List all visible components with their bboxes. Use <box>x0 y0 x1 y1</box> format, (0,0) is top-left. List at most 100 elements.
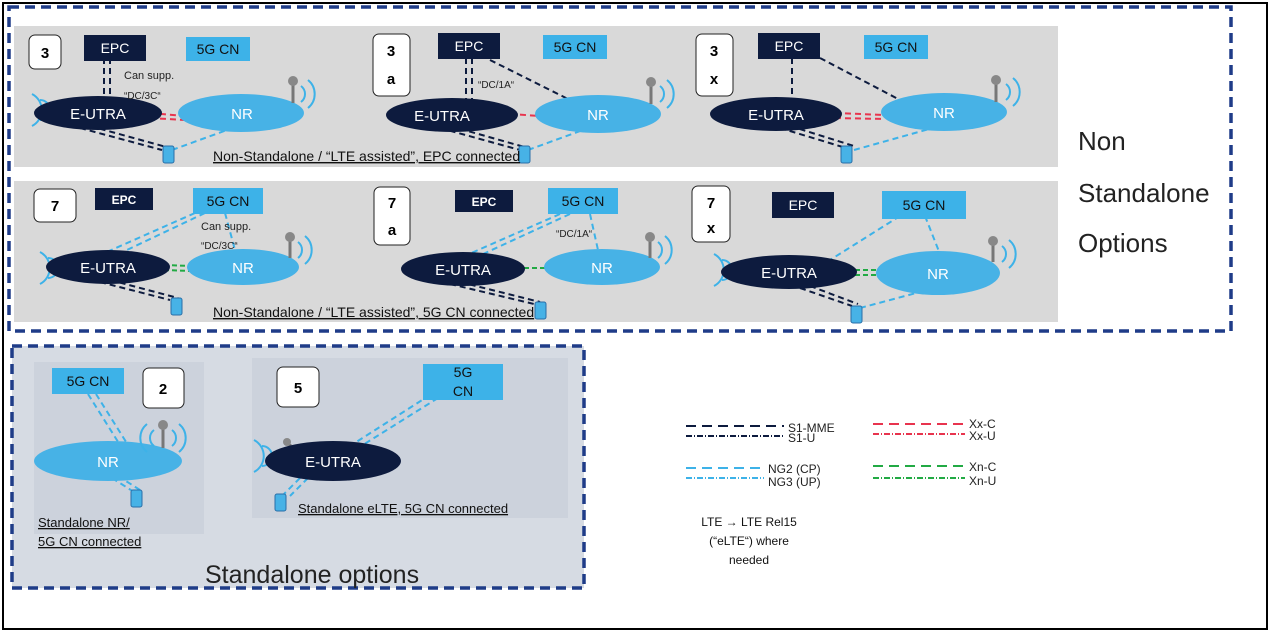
epc-box <box>95 188 153 210</box>
option-suffix: x <box>707 220 716 237</box>
nr-label: NR <box>927 266 949 283</box>
cn5g-label: 5G CN <box>67 373 110 389</box>
dc3c-annotation: “DC/3C“ <box>201 241 238 252</box>
option-suffix: a <box>387 71 396 88</box>
option-3x-diagram <box>710 57 1021 164</box>
cn5g-label: 5G CN <box>554 39 597 55</box>
legend <box>686 423 965 479</box>
nr-label: NR <box>933 105 955 122</box>
cn5g-label: 5G CN <box>903 197 946 213</box>
option-number: 5 <box>294 380 302 397</box>
nr-label: NR <box>97 454 119 471</box>
sa-nr-caption-line1: Standalone NR/ <box>38 515 130 530</box>
epc-box <box>438 33 500 59</box>
sa-title: Standalone options <box>205 561 419 589</box>
cn5g-box <box>193 188 263 214</box>
epc-box <box>455 190 513 212</box>
dc3c-annotation: “DC/3C“ <box>124 91 161 102</box>
option-number: 2 <box>159 381 167 398</box>
option-7a-diagram <box>401 213 673 320</box>
legend-s1-u: S1-U <box>788 431 815 445</box>
option-suffix: x <box>710 71 719 88</box>
elte-note-line1: LTE → LTE Rel15 <box>701 515 797 529</box>
legend-s1-mme: S1-MME <box>788 421 835 435</box>
option-number: 7 <box>388 195 396 212</box>
cn5g-box <box>864 35 928 59</box>
option-3-diagram <box>31 58 316 164</box>
nsa-frame <box>7 5 1233 333</box>
legend-xx-u: Xx-U <box>969 429 996 443</box>
cn5g-label: 5G CN <box>197 41 240 57</box>
cn5g-box <box>543 35 607 59</box>
nsa-title-line3: Options <box>1078 228 1168 258</box>
cn5g-box <box>186 37 250 61</box>
elte-note-line3: needed <box>729 553 769 567</box>
nr-label: NR <box>232 260 254 277</box>
option-badge <box>33 188 77 223</box>
nsa-title-line2: Standalone <box>1078 178 1210 208</box>
epc-box <box>772 192 834 218</box>
eutra-label: E-UTRA <box>761 265 817 282</box>
sa-elte-caption: Standalone eLTE, 5G CN connected <box>298 501 508 516</box>
legend-xx-c: Xx-C <box>969 417 996 431</box>
cn5g-label: 5G CN <box>207 193 250 209</box>
cn5g-box <box>423 364 503 400</box>
option-2-diagram <box>34 393 187 508</box>
option-3a-diagram <box>386 58 675 164</box>
option-badge <box>373 186 411 246</box>
dc1a-annotation: “DC/1A“ <box>556 229 592 240</box>
nr-label: NR <box>231 106 253 123</box>
cn5g-box <box>882 191 966 219</box>
option-badge <box>276 366 320 408</box>
eutra-label: E-UTRA <box>305 454 361 471</box>
epc-label: EPC <box>775 38 804 54</box>
legend-xn-u: Xn-U <box>969 474 996 488</box>
sa-nr-caption-line2: 5G CN connected <box>38 534 141 549</box>
row1-caption: Non-Standalone / “LTE assisted”, EPC con… <box>213 148 520 164</box>
eutra-label: E-UTRA <box>435 262 491 279</box>
option-badge <box>372 33 411 97</box>
eutra-label: E-UTRA <box>414 108 470 125</box>
epc-box <box>758 33 820 59</box>
option-badge <box>28 34 62 70</box>
epc-label: EPC <box>455 38 484 54</box>
nsa-title-line1: Non <box>1078 126 1126 156</box>
cn5g-box <box>52 368 124 394</box>
option-number: 7 <box>51 198 59 215</box>
cn5g-label-line1: 5G <box>454 364 473 380</box>
row2-caption: Non-Standalone / “LTE assisted”, 5G CN c… <box>213 304 534 320</box>
eutra-label: E-UTRA <box>80 260 136 277</box>
option-suffix: a <box>388 222 397 239</box>
cn5g-box <box>548 188 618 214</box>
epc-label: EPC <box>789 197 818 213</box>
cn5g-label: 5G CN <box>875 39 918 55</box>
option-7x-diagram <box>713 215 1017 324</box>
eutra-label: E-UTRA <box>70 106 126 123</box>
option-badge <box>691 185 731 243</box>
nr-label: NR <box>591 260 613 277</box>
epc-label: EPC <box>101 40 130 56</box>
nr-label: NR <box>587 107 609 124</box>
eutra-label: E-UTRA <box>748 107 804 124</box>
cn5g-label-line2: CN <box>453 383 473 399</box>
can-supp-annotation: Can supp. <box>201 221 251 233</box>
epc-label: EPC <box>472 195 497 209</box>
option-number: 3 <box>41 45 49 62</box>
legend-ng3: NG3 (UP) <box>768 475 821 489</box>
option-badge <box>142 367 185 409</box>
can-supp-annotation: Can supp. <box>124 70 174 82</box>
option-number: 3 <box>387 43 395 60</box>
legend-ng2: NG2 (CP) <box>768 462 821 476</box>
legend-xn-c: Xn-C <box>969 460 997 474</box>
option-badge <box>695 33 734 97</box>
option-5-diagram <box>253 394 439 512</box>
option-number: 7 <box>707 195 715 212</box>
elte-note-line2: (“eLTE“) where <box>709 534 789 548</box>
cn5g-label: 5G CN <box>562 193 605 209</box>
option-7-diagram <box>39 212 313 316</box>
option-number: 3 <box>710 43 718 60</box>
epc-box <box>84 35 146 61</box>
epc-label: EPC <box>112 193 137 207</box>
